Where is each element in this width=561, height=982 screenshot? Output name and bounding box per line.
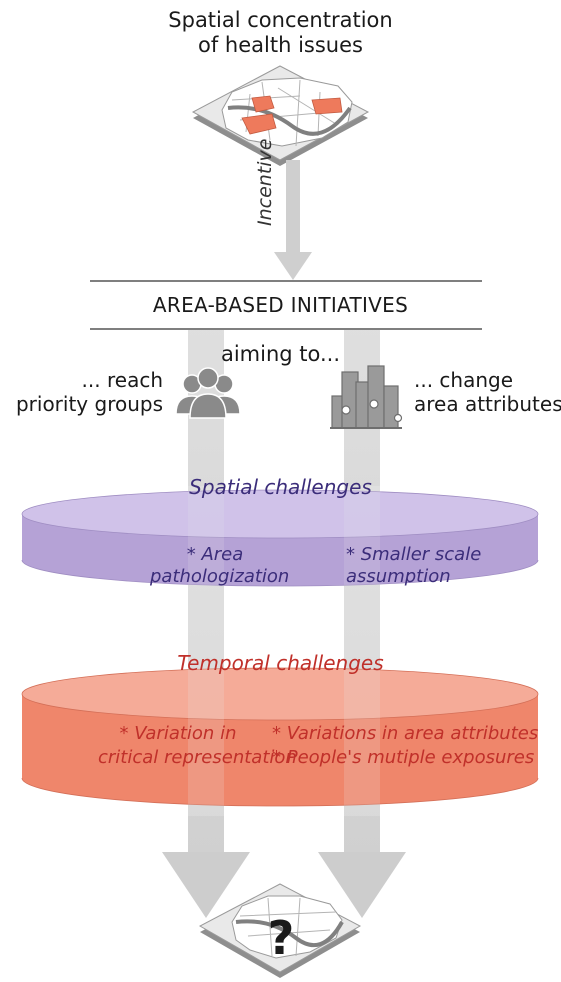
spatial-right-line1: * Smaller scale	[346, 544, 482, 565]
goal-change-line1: ... change	[414, 368, 514, 392]
goal-reach-line2: priority groups	[15, 392, 163, 416]
spatial-left-line2: pathologization	[150, 566, 290, 587]
spatial-right-line2: assumption	[346, 566, 451, 587]
goal-reach-line1: ... reach	[81, 368, 163, 392]
temporal-challenges-disc	[21, 667, 539, 807]
spatial-left-text: * Area pathologization	[150, 544, 290, 588]
temporal-right-line1: * Variations in area attributes	[272, 723, 539, 744]
temporal-left-line1: * Variation in	[119, 723, 237, 744]
highlighted-area-3	[311, 97, 343, 115]
spatial-left-line1: * Area	[186, 544, 244, 565]
temporal-heading: Temporal challenges	[177, 651, 384, 675]
question-mark: ?	[268, 911, 295, 965]
city-buildings-icon	[330, 365, 403, 429]
top-map	[191, 65, 370, 166]
goal-change-line2: area attributes	[414, 392, 561, 416]
top-title-line1: Spatial concentration	[168, 8, 393, 32]
bottom-map	[198, 883, 362, 978]
spatial-right-text: * Smaller scale assumption	[346, 544, 481, 588]
top-title: Spatial concentration of health issues	[0, 8, 561, 58]
temporal-left-text: * Variation in critical representation	[98, 722, 297, 770]
highlighted-area-2	[241, 113, 277, 135]
abi-title: AREA-BASED INITIATIVES	[152, 293, 409, 317]
top-title-line2: of health issues	[198, 33, 363, 57]
goal-reach-label: ... reach priority groups	[16, 368, 163, 416]
people-group-icon	[175, 367, 241, 419]
incentive-label: Incentive	[254, 138, 276, 227]
highlighted-area-1	[251, 95, 275, 113]
spatial-heading: Spatial challenges	[189, 475, 372, 499]
temporal-right-text: * Variations in area attributes * People…	[272, 722, 539, 770]
spatial-challenges-disc	[21, 489, 539, 587]
incentive-arrow	[274, 160, 312, 280]
temporal-right-line2: * People's mutiple exposures	[272, 747, 535, 768]
goal-change-label: ... change area attributes	[414, 368, 561, 416]
aiming-label: aiming to...	[220, 342, 341, 366]
temporal-left-line2: critical representation	[98, 747, 297, 768]
